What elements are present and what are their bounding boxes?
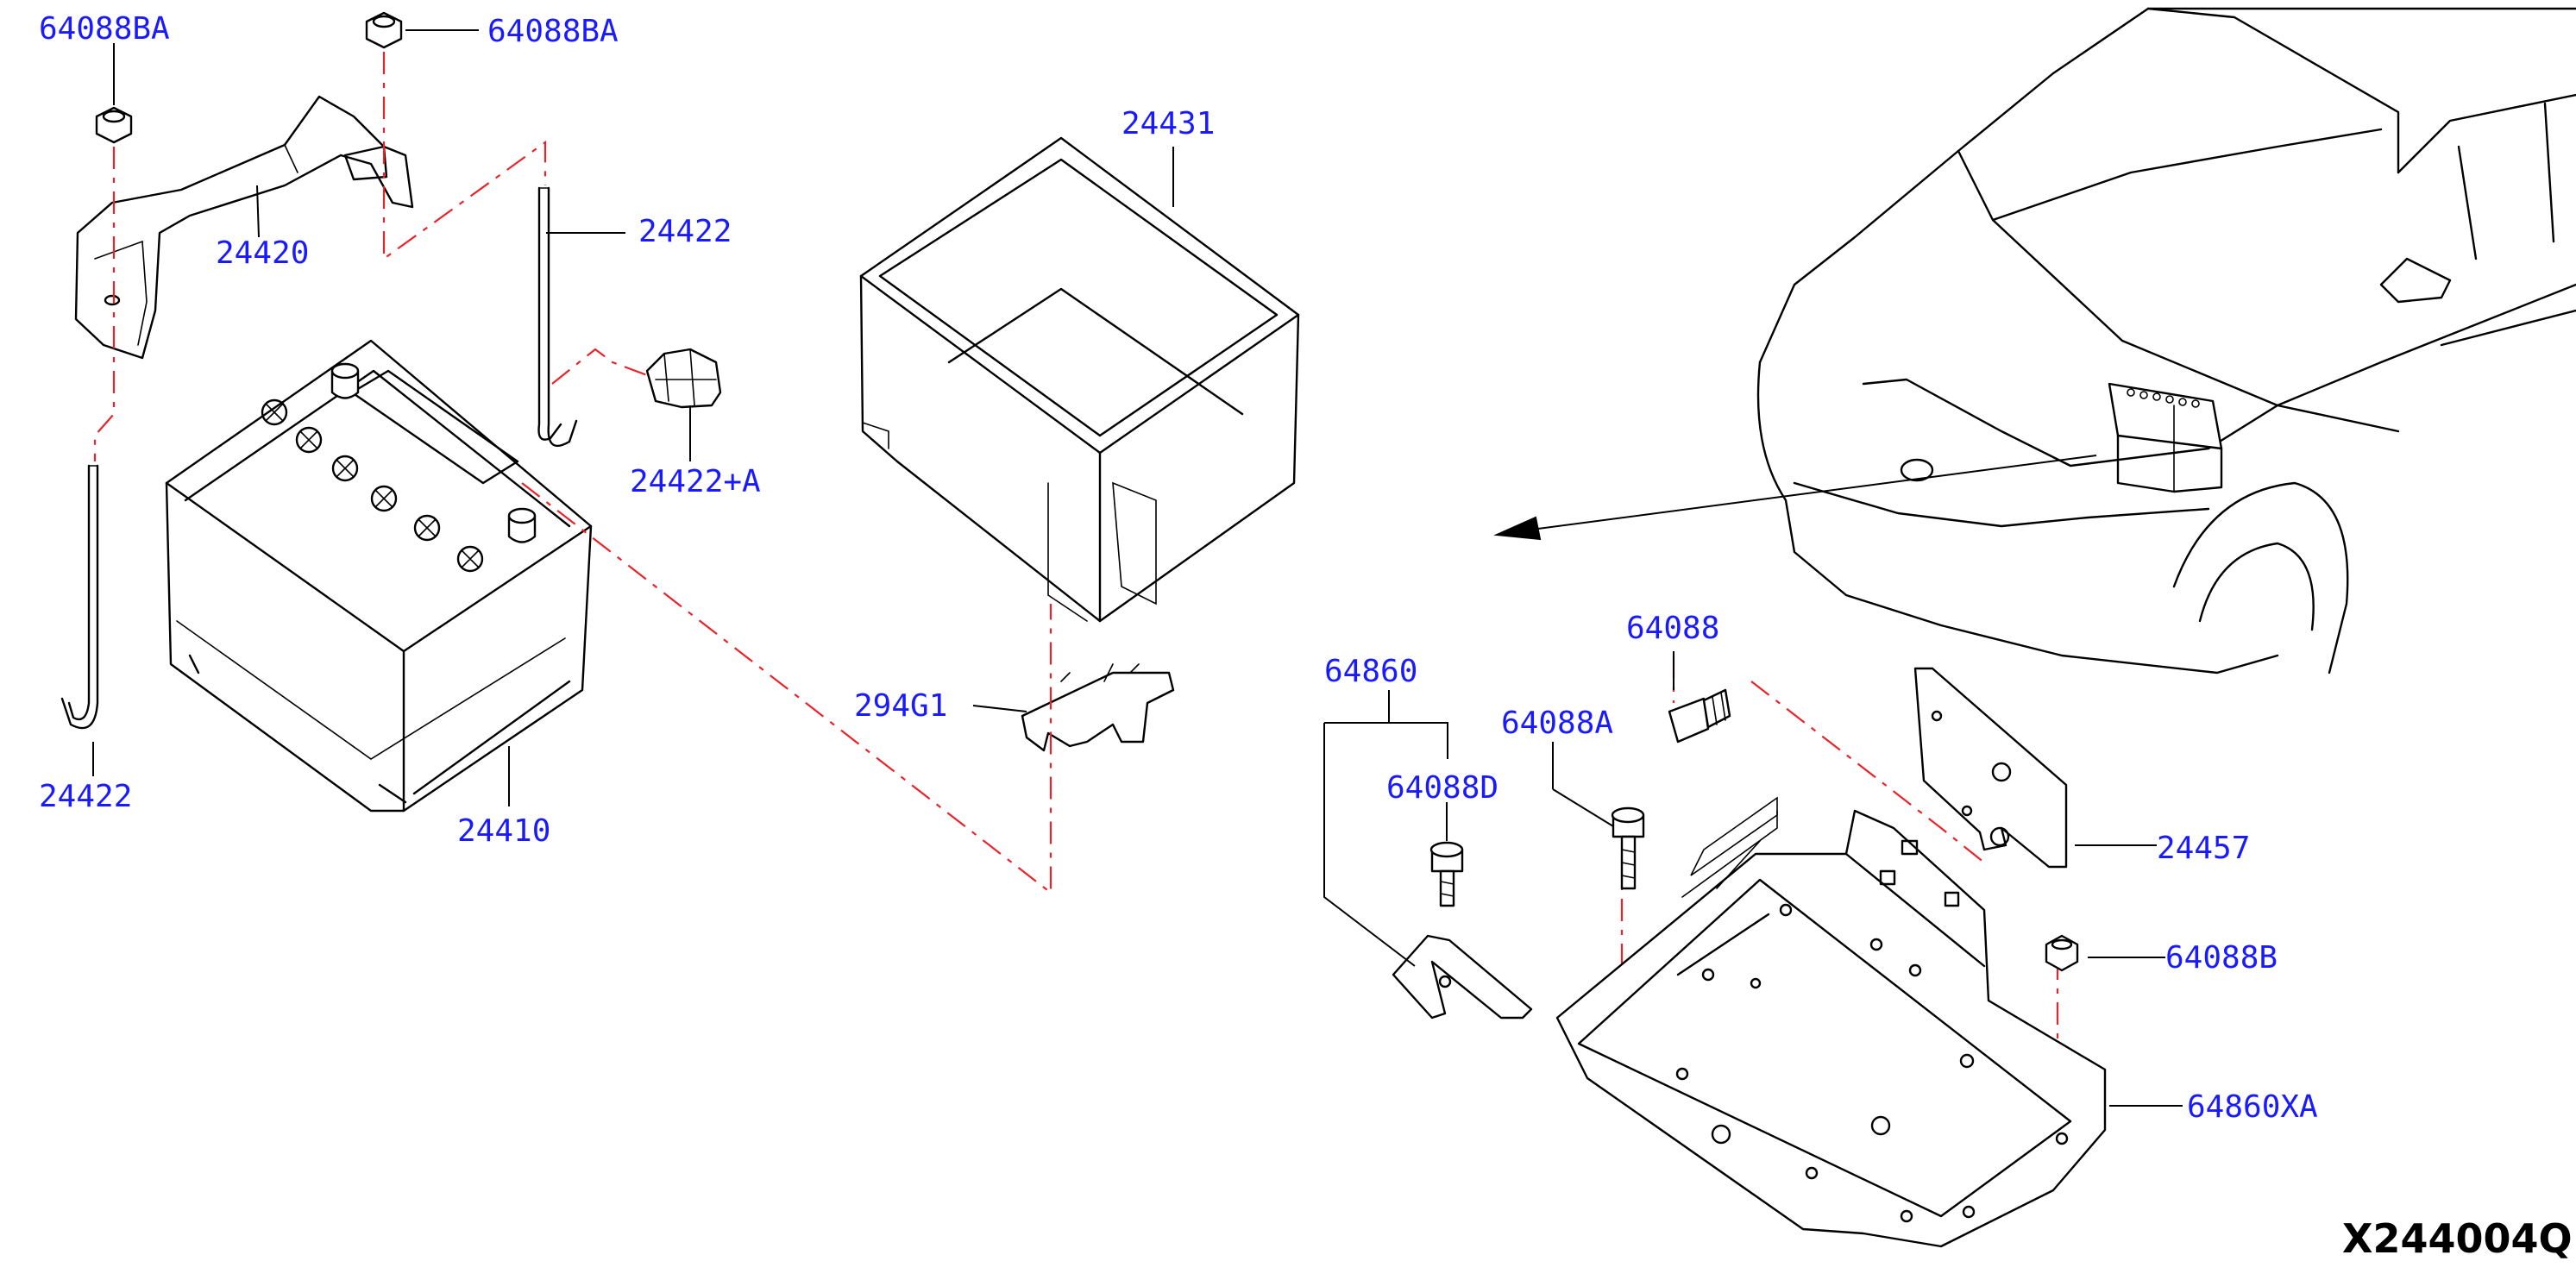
part-label-24457: 24457 — [2157, 831, 2250, 866]
part-label-64088A: 64088A — [1501, 706, 1613, 741]
battery-terminal-positive — [507, 507, 537, 543]
part-label-64088B: 64088B — [2165, 940, 2278, 976]
part-label-24410: 24410 — [457, 813, 550, 849]
battery — [165, 339, 593, 813]
battery-case-box — [859, 136, 1300, 623]
part-label-24422-left: 24422 — [39, 779, 132, 814]
part-label-64860XA: 64860XA — [2187, 1089, 2318, 1125]
part-label-24422-center: 24422 — [638, 214, 732, 249]
part-label-64088BA-top: 64088BA — [487, 14, 619, 49]
bolt-64088D — [1429, 841, 1464, 907]
nut-64088B — [2045, 934, 2079, 972]
part-label-24422A: 24422+A — [630, 464, 761, 499]
battery-terminal-negative — [330, 362, 360, 399]
part-label-64088BA-left: 64088BA — [39, 11, 170, 47]
part-label-294G1: 294G1 — [854, 688, 947, 724]
part-labels: 64088BA 64088BA 24420 24422 24422+A 2442… — [39, 11, 2318, 1125]
part-label-64088: 64088 — [1626, 611, 1719, 646]
vehicle-battery-icon — [2108, 382, 2223, 493]
battery-cell-caps — [261, 398, 484, 573]
battery-tray-64860XA — [1555, 796, 2107, 1248]
rod-clip — [645, 348, 722, 409]
part-label-64860: 64860 — [1324, 654, 1417, 689]
flange-nut-top — [365, 11, 403, 49]
sensor-bracket — [1021, 663, 1175, 752]
diagram-id: X244004Q — [2342, 1215, 2573, 1262]
location-arrow — [1493, 455, 2097, 541]
flange-nut-left — [95, 106, 133, 144]
bolt-64088A-lower — [1611, 806, 1645, 890]
battery-hold-down-frame — [74, 95, 414, 360]
bolt-64088A-upper — [1668, 688, 1731, 744]
part-label-24431: 24431 — [1122, 106, 1215, 141]
tray-holes — [1675, 839, 2069, 1223]
tray-side-bracket — [1392, 934, 1533, 1020]
part-label-64088D: 64088D — [1386, 770, 1498, 806]
j-bolt-rod-center — [537, 186, 578, 447]
j-bolt-rod-left — [60, 464, 99, 730]
vehicle-outline — [1756, 7, 2576, 675]
battery-tray-bracket-24457 — [1913, 667, 2068, 869]
leader-lines — [92, 29, 2183, 1107]
part-label-24420: 24420 — [216, 235, 309, 271]
